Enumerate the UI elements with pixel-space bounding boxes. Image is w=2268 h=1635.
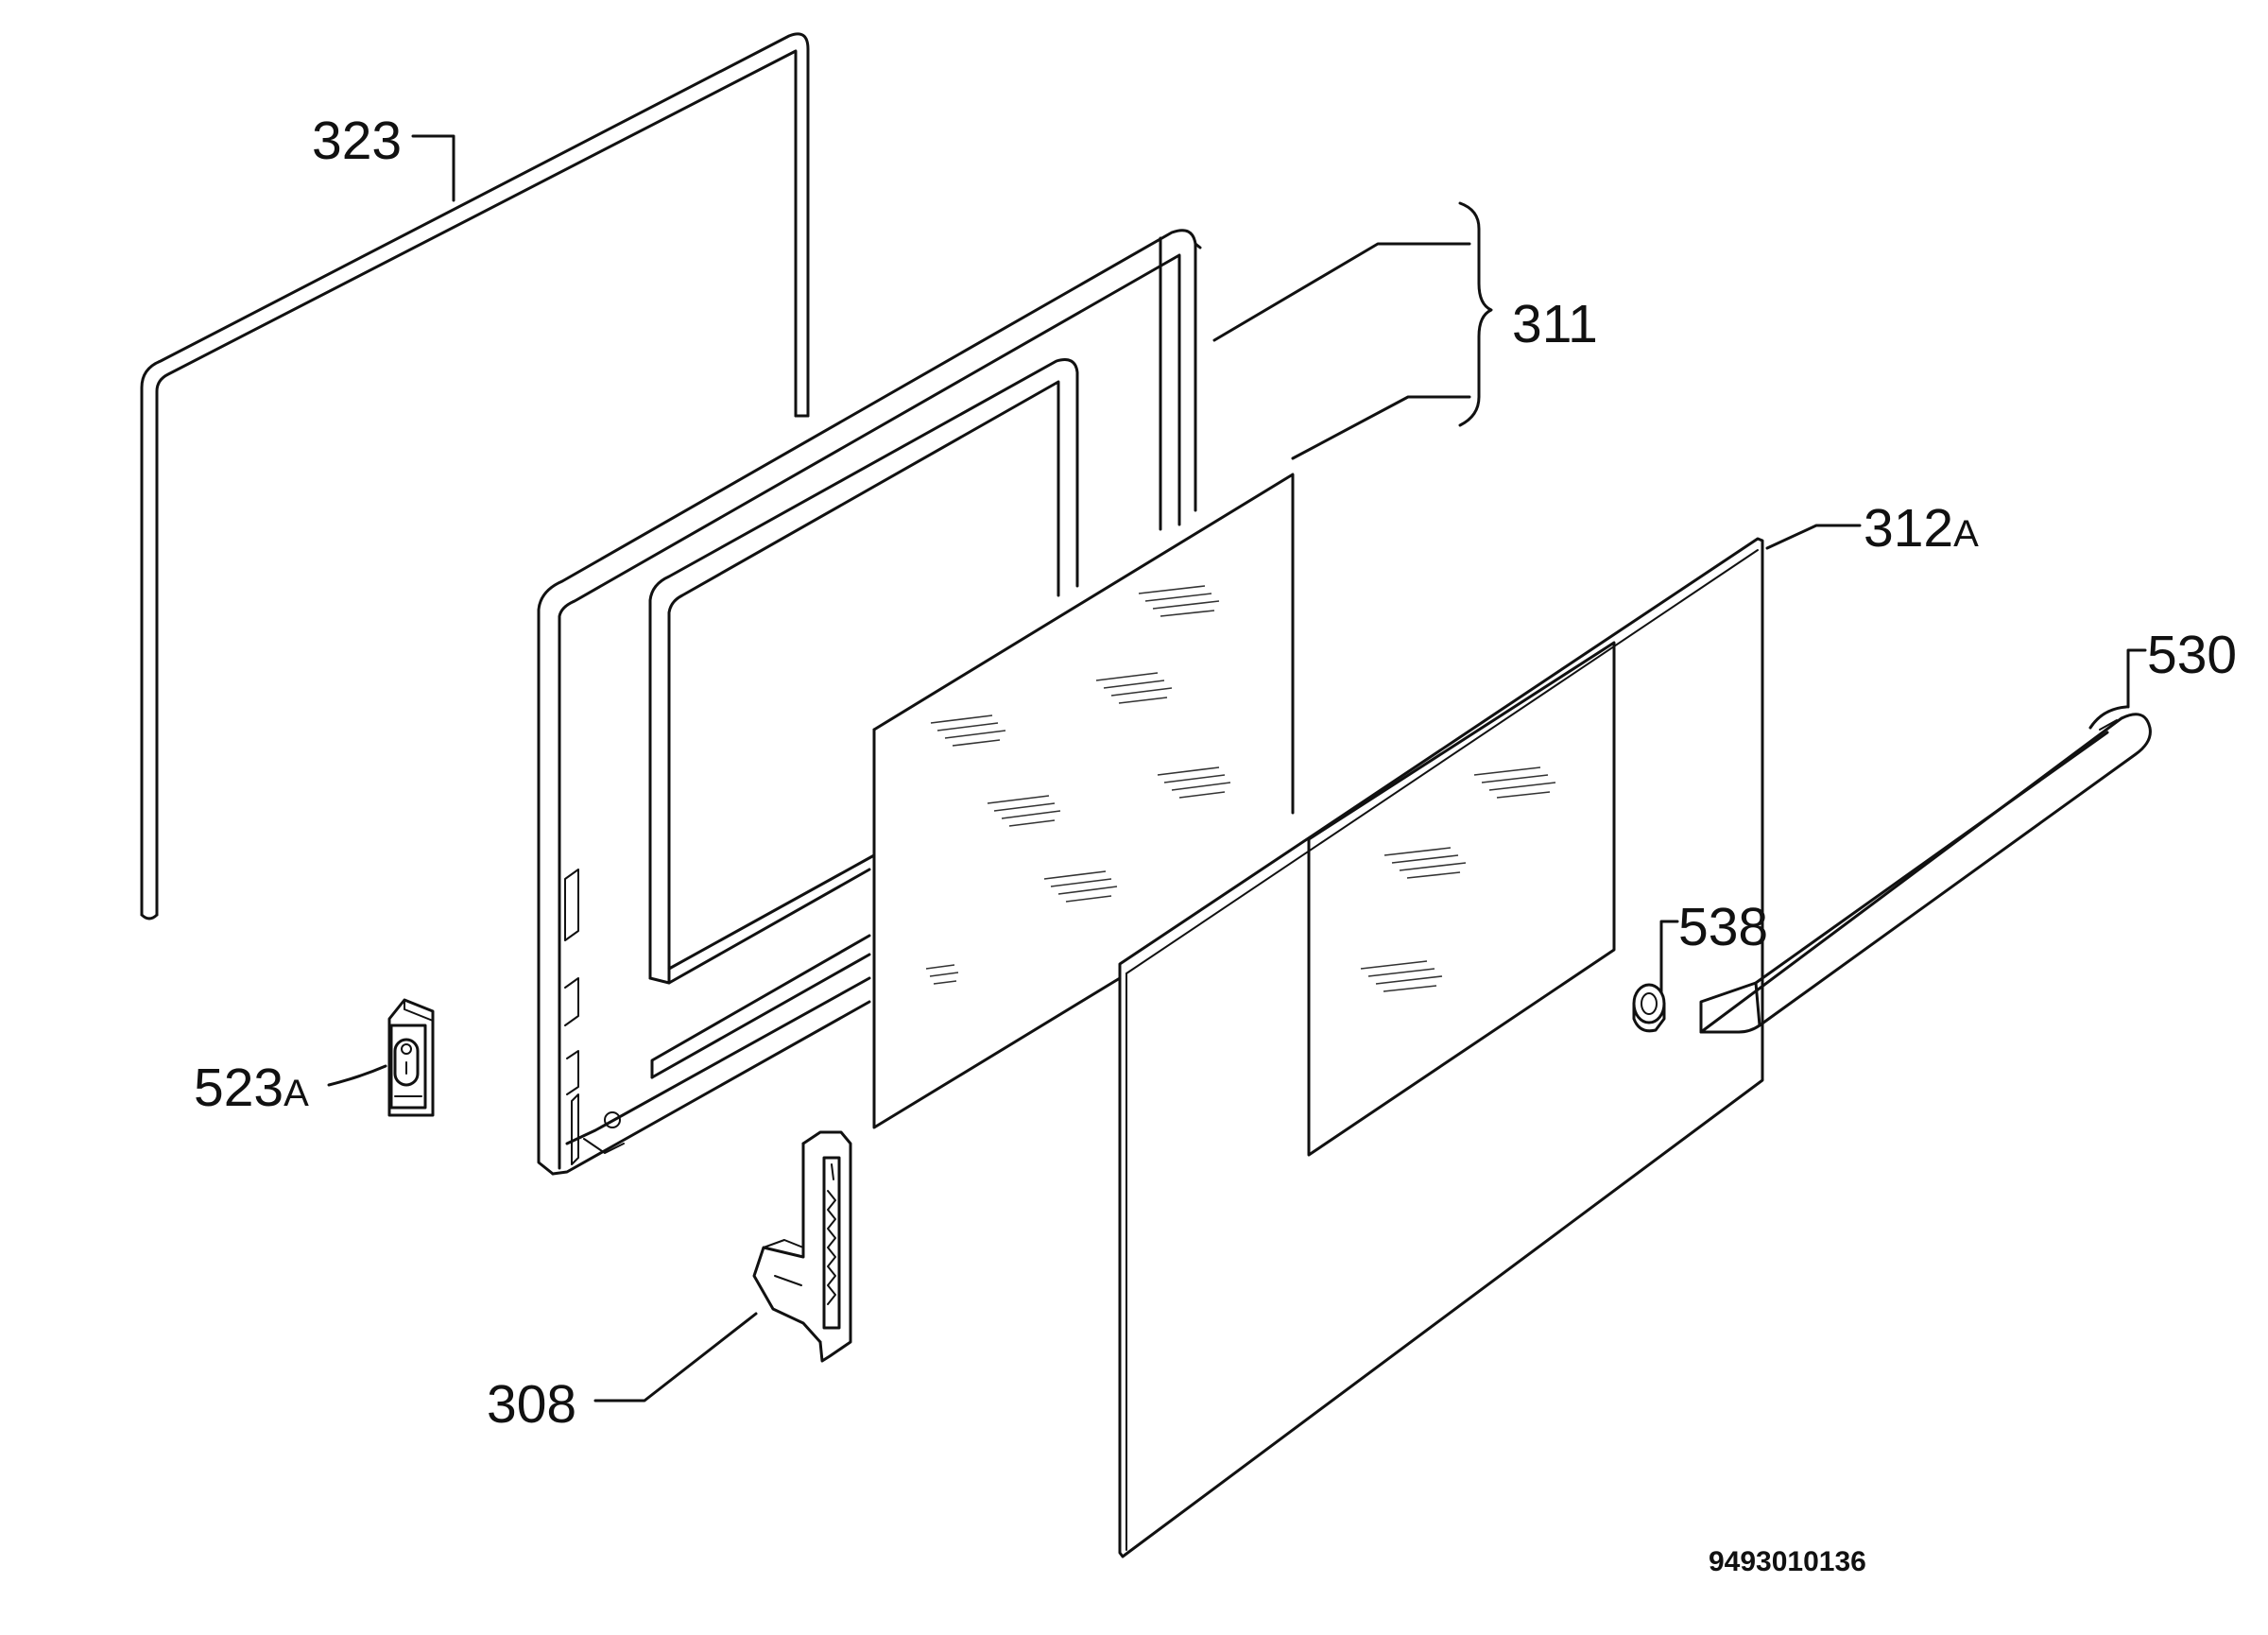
document-id: 9493010136 [1709, 1546, 1866, 1577]
label-308: 308 [487, 1374, 576, 1435]
part-labels: 323 311 312A 530 538 523A 308 9493010136 [194, 111, 2237, 1577]
part-312a-outer-glass [1118, 537, 1764, 1558]
label-523a: 523A [194, 1058, 309, 1118]
leader-lines [327, 134, 2147, 1403]
part-530-handle [1699, 705, 2152, 1034]
part-middle-glass-pane [872, 473, 1295, 1129]
label-530: 530 [2147, 625, 2237, 685]
part-323-door-seal [140, 32, 810, 921]
label-323: 323 [312, 111, 402, 171]
part-538-spacer [1632, 983, 1666, 1033]
label-311: 311 [1512, 294, 1598, 354]
label-538: 538 [1678, 897, 1768, 957]
label-312a: 312A [1864, 498, 1979, 559]
part-311-inner-frame [537, 229, 1202, 1176]
part-308-hinge [752, 1130, 852, 1363]
part-523a-latch-plate [387, 998, 435, 1117]
